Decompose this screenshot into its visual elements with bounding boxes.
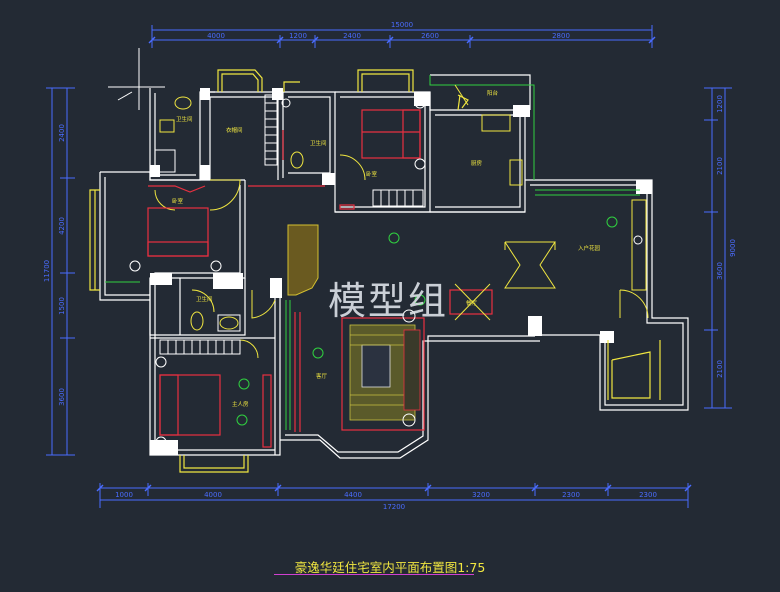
dim-top-1: 4000	[207, 32, 225, 40]
label-bath1: 卫生间	[176, 115, 193, 123]
sofa-hatch	[349, 324, 421, 421]
watermark: 模型组	[328, 279, 449, 323]
dim-left-total: 11700	[43, 260, 51, 282]
dim-bottom-6: 2300	[639, 491, 657, 499]
label-bath3: 卫生间	[196, 295, 213, 303]
dim-bottom-total: 17200	[383, 503, 405, 511]
label-balcony: 阳台	[487, 89, 499, 97]
doors	[154, 84, 649, 359]
dimension-lines	[46, 25, 732, 508]
wall-columns	[150, 88, 652, 455]
dim-bottom-4: 3200	[472, 491, 490, 499]
dim-left-4: 3600	[58, 388, 66, 406]
label-living: 客厅	[316, 372, 328, 380]
dim-right-4: 2100	[716, 360, 724, 378]
dim-bottom-3: 4400	[344, 491, 362, 499]
dim-top-3: 2400	[343, 32, 361, 40]
label-bedroom-mid: 卧室	[366, 170, 378, 178]
label-bath2: 卫生间	[310, 139, 327, 147]
fixtures	[129, 94, 647, 448]
label-storage: 衣帽间	[226, 126, 243, 134]
dim-top-total: 15000	[391, 21, 413, 29]
dim-left-1: 2400	[58, 124, 66, 142]
dim-right-2: 2100	[716, 157, 724, 175]
label-kitchen: 厨房	[471, 159, 483, 167]
title-underline	[274, 574, 474, 575]
label-bedroom-left: 卧室	[172, 197, 184, 205]
hall-shapes	[454, 241, 556, 321]
dim-right-3: 3600	[716, 262, 724, 280]
carpet-hatch	[287, 224, 319, 296]
dim-top-2: 1200	[289, 32, 307, 40]
crosshair-icon	[108, 48, 165, 110]
label-entrance: 入户花园	[578, 244, 601, 252]
dim-left-2: 4200	[58, 217, 66, 235]
index-markers	[236, 216, 618, 426]
dim-right-total: 9000	[729, 239, 737, 257]
dim-left-3: 1500	[58, 297, 66, 315]
windows	[89, 69, 661, 473]
dim-bottom-1: 1000	[115, 491, 133, 499]
dim-top-4: 2600	[421, 32, 439, 40]
dim-top-5: 2800	[552, 32, 570, 40]
dim-bottom-5: 2300	[562, 491, 580, 499]
drawing-title: 豪逸华廷住宅室内平面布置图1:75	[294, 560, 486, 575]
dim-bottom-2: 4000	[204, 491, 222, 499]
green-lines	[105, 75, 640, 430]
label-master: 主人房	[232, 400, 249, 408]
dim-right-1: 1200	[716, 95, 724, 113]
label-dining: 餐厅	[466, 299, 478, 307]
